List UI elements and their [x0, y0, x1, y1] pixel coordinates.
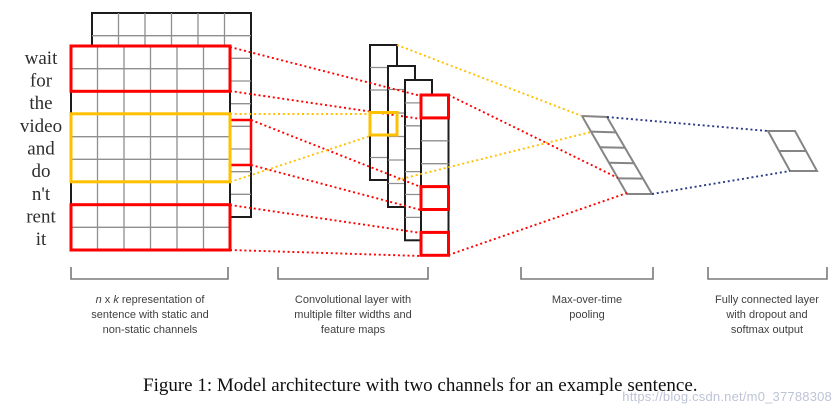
label-segment: n: [96, 294, 102, 306]
max-pooling-column-divider: [590, 130, 617, 134]
max-pooling-column-divider: [599, 146, 626, 149]
label-segment: representation of: [119, 294, 206, 306]
label-segment: with dropout and: [725, 309, 807, 321]
label-segment: x: [102, 294, 114, 306]
label-line: n x k representation of: [96, 294, 206, 306]
section-label-conv: Convolutional layer with multiple filter …: [294, 294, 411, 336]
dotted-line-blue: [606, 116, 769, 132]
conv-cell-highlight-red: [419, 93, 450, 120]
label-line: sentence with static and: [91, 309, 208, 321]
feature-map-strip-2-gridlines: [388, 88, 415, 185]
dotted-line-red: [448, 94, 619, 179]
label-line: with dropout and: [725, 309, 807, 321]
label-segment: multiple filter widths and: [294, 309, 411, 321]
section-labels-group: n x k representation of sentence with sta…: [91, 294, 819, 336]
dotted-line-red: [229, 204, 422, 234]
section-label-fc: Fully connected layer with dropout and sof…: [715, 294, 819, 336]
word-label: do: [32, 161, 51, 182]
label-line: Convolutional layer with: [295, 294, 411, 306]
label-segment: pooling: [569, 309, 604, 321]
dotted-line-blue: [651, 170, 791, 195]
section-brace: [707, 267, 828, 280]
label-segment: Convolutional layer with: [295, 294, 411, 306]
word-label: video: [20, 116, 62, 137]
dotted-line-yellow: [229, 135, 371, 183]
sentence-matrices-group: [69, 12, 253, 252]
label-line: Max-over-time: [552, 294, 622, 306]
conv-cell-highlight-red: [419, 185, 450, 212]
label-line: feature maps: [321, 324, 386, 336]
feature-map-strip-4: [420, 94, 450, 257]
section-brace: [277, 267, 429, 280]
channel-1-filter-window-red: [69, 44, 232, 93]
label-segment: feature maps: [321, 324, 386, 336]
conv-cell-highlight-red: [419, 230, 450, 257]
dotted-line-yellow: [396, 44, 583, 117]
feature-map-strip-4-outline: [420, 94, 450, 257]
label-line: Fully connected layer: [715, 294, 819, 306]
word-label: the: [29, 93, 52, 114]
word-label: for: [30, 71, 53, 92]
channel-1-matrix: [70, 45, 231, 251]
word-label: and: [27, 139, 55, 160]
section-braces-group: [70, 267, 828, 280]
dotted-line-red: [250, 164, 422, 211]
label-segment: Fully connected layer: [715, 294, 819, 306]
section-brace: [520, 267, 654, 280]
section-label-nxk: n x k representation of sentence with sta…: [91, 294, 208, 336]
label-segment: Max-over-time: [552, 294, 622, 306]
filter-connection-lines: [229, 44, 791, 257]
dotted-line-red: [229, 90, 422, 120]
label-line: non-static channels: [103, 324, 198, 336]
feature-highlights-group: [368, 93, 450, 257]
dotted-line-red: [250, 119, 422, 188]
label-segment: softmax output: [731, 324, 803, 336]
feature-map-strip-3-gridlines: [405, 102, 432, 219]
fully-connected-output: [766, 130, 819, 172]
conv-feature-maps-group: [369, 44, 450, 257]
section-label-pool: Max-over-time pooling: [552, 294, 622, 321]
dotted-line-red: [229, 46, 422, 97]
word-label: rent: [26, 207, 56, 228]
max-pooling-column-outline: [580, 114, 654, 195]
max-pooling-column: [580, 114, 654, 195]
section-brace: [70, 267, 229, 280]
label-segment: k: [113, 294, 119, 306]
label-line: multiple filter widths and: [294, 309, 411, 321]
word-label: wait: [25, 48, 58, 69]
pooling-and-fc-group: [580, 114, 819, 195]
dotted-line-red: [229, 249, 422, 257]
label-segment: sentence with static and: [91, 309, 208, 321]
dotted-line-red: [448, 192, 628, 256]
conv-cell-highlight-yellow: [368, 111, 399, 137]
label-line: pooling: [569, 309, 604, 321]
label-segment: non-static channels: [103, 324, 198, 336]
word-label: it: [36, 229, 47, 250]
figure-caption: Figure 1: Model architecture with two ch…: [143, 375, 698, 396]
channel-1-filter-window-red: [69, 203, 232, 252]
word-label: n't: [32, 184, 51, 205]
csdn-watermark: https://blog.csdn.net/m0_37788308: [622, 389, 832, 404]
channel-1-filter-window-yellow: [69, 112, 232, 184]
label-line: softmax output: [731, 324, 803, 336]
